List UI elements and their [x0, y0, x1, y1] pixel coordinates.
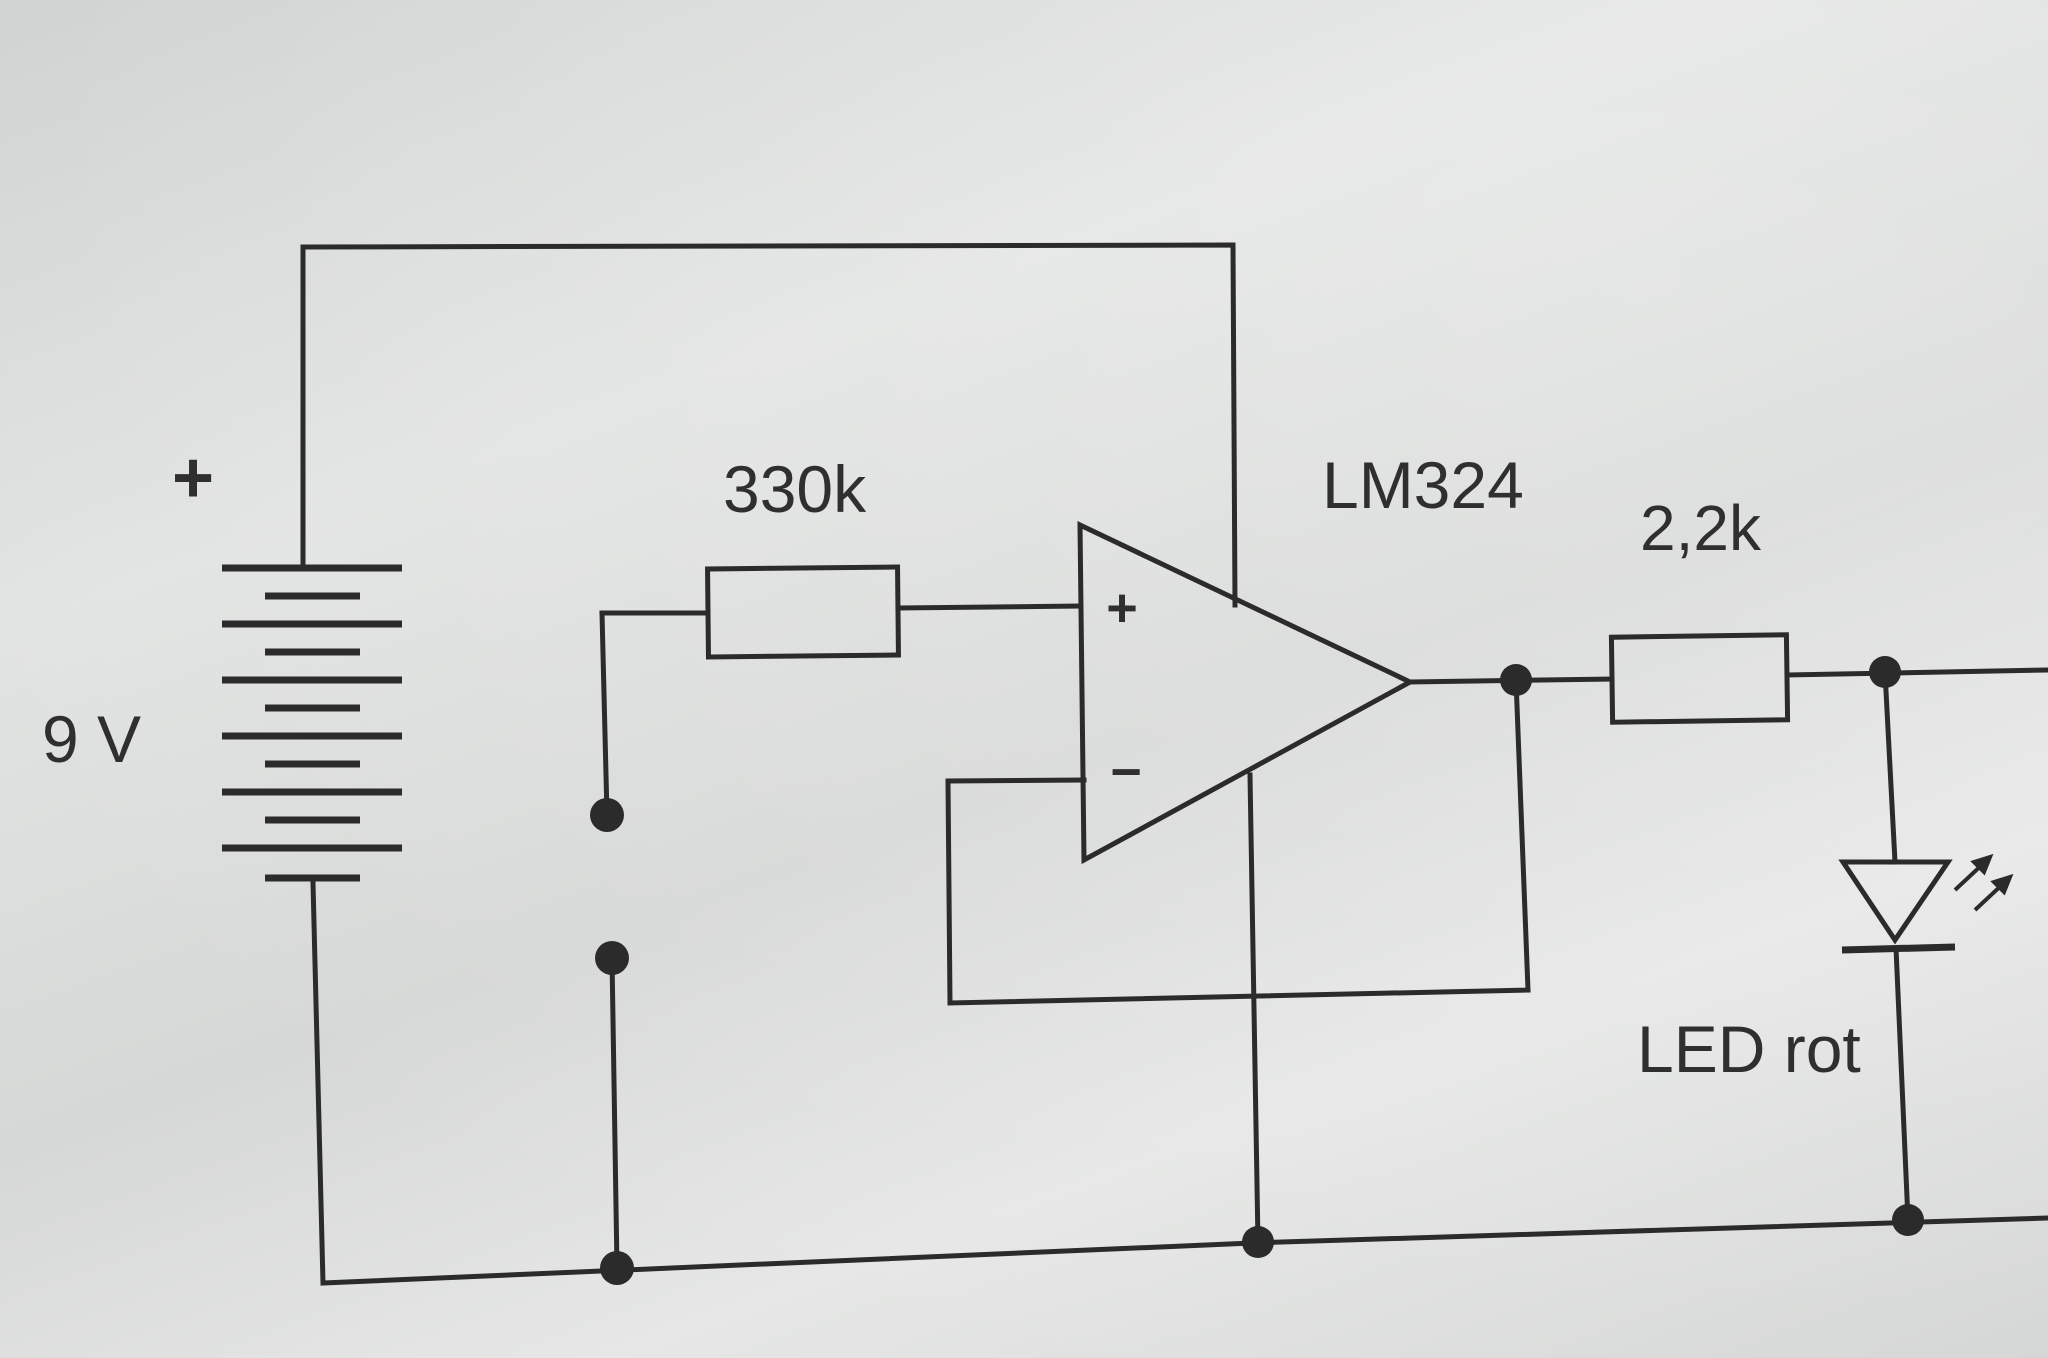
junction-dot-switch-ground: [600, 1251, 634, 1285]
junction-dot-led-ground: [1892, 1204, 1924, 1236]
opamp-plus-label: +: [1106, 578, 1138, 638]
resistor-330k: [705, 564, 901, 660]
wire-switch-lower: [609, 955, 620, 1271]
wire-led-top: [1882, 669, 1898, 865]
wire-input-left: [599, 610, 711, 818]
wire-to-plus-input: [895, 603, 1083, 611]
battery-symbol: [222, 564, 402, 882]
battery-voltage-label: 9 V: [42, 702, 141, 776]
battery-plus-label: +: [172, 438, 214, 518]
wire-led-bottom: [1893, 945, 1911, 1223]
resistor-330k-label: 330k: [723, 452, 867, 526]
wire-opamp-ground: [1247, 772, 1261, 1246]
wire-ground-bottom: [310, 880, 2048, 1286]
switch-contact-lower: [595, 941, 629, 975]
junction-dot-led: [1869, 656, 1901, 688]
opamp-triangle: [1077, 521, 1416, 865]
junction-dot-output: [1500, 664, 1532, 696]
light-emission-arrows-icon: [1953, 853, 2014, 912]
opamp-name-label: LM324: [1322, 448, 1524, 522]
led-label: LED rot: [1637, 1012, 1861, 1086]
switch-contact-upper: [590, 798, 624, 832]
resistor-2-2k-label: 2,2k: [1640, 492, 1762, 564]
junction-dot-opamp-ground: [1242, 1226, 1274, 1258]
led-triangle: [1838, 859, 1953, 945]
opamp-minus-label: −: [1110, 742, 1142, 802]
wire-supply-top: [300, 242, 1238, 608]
wire-feedback: [945, 677, 1531, 1006]
wire-to-output-right: [1784, 667, 2048, 678]
